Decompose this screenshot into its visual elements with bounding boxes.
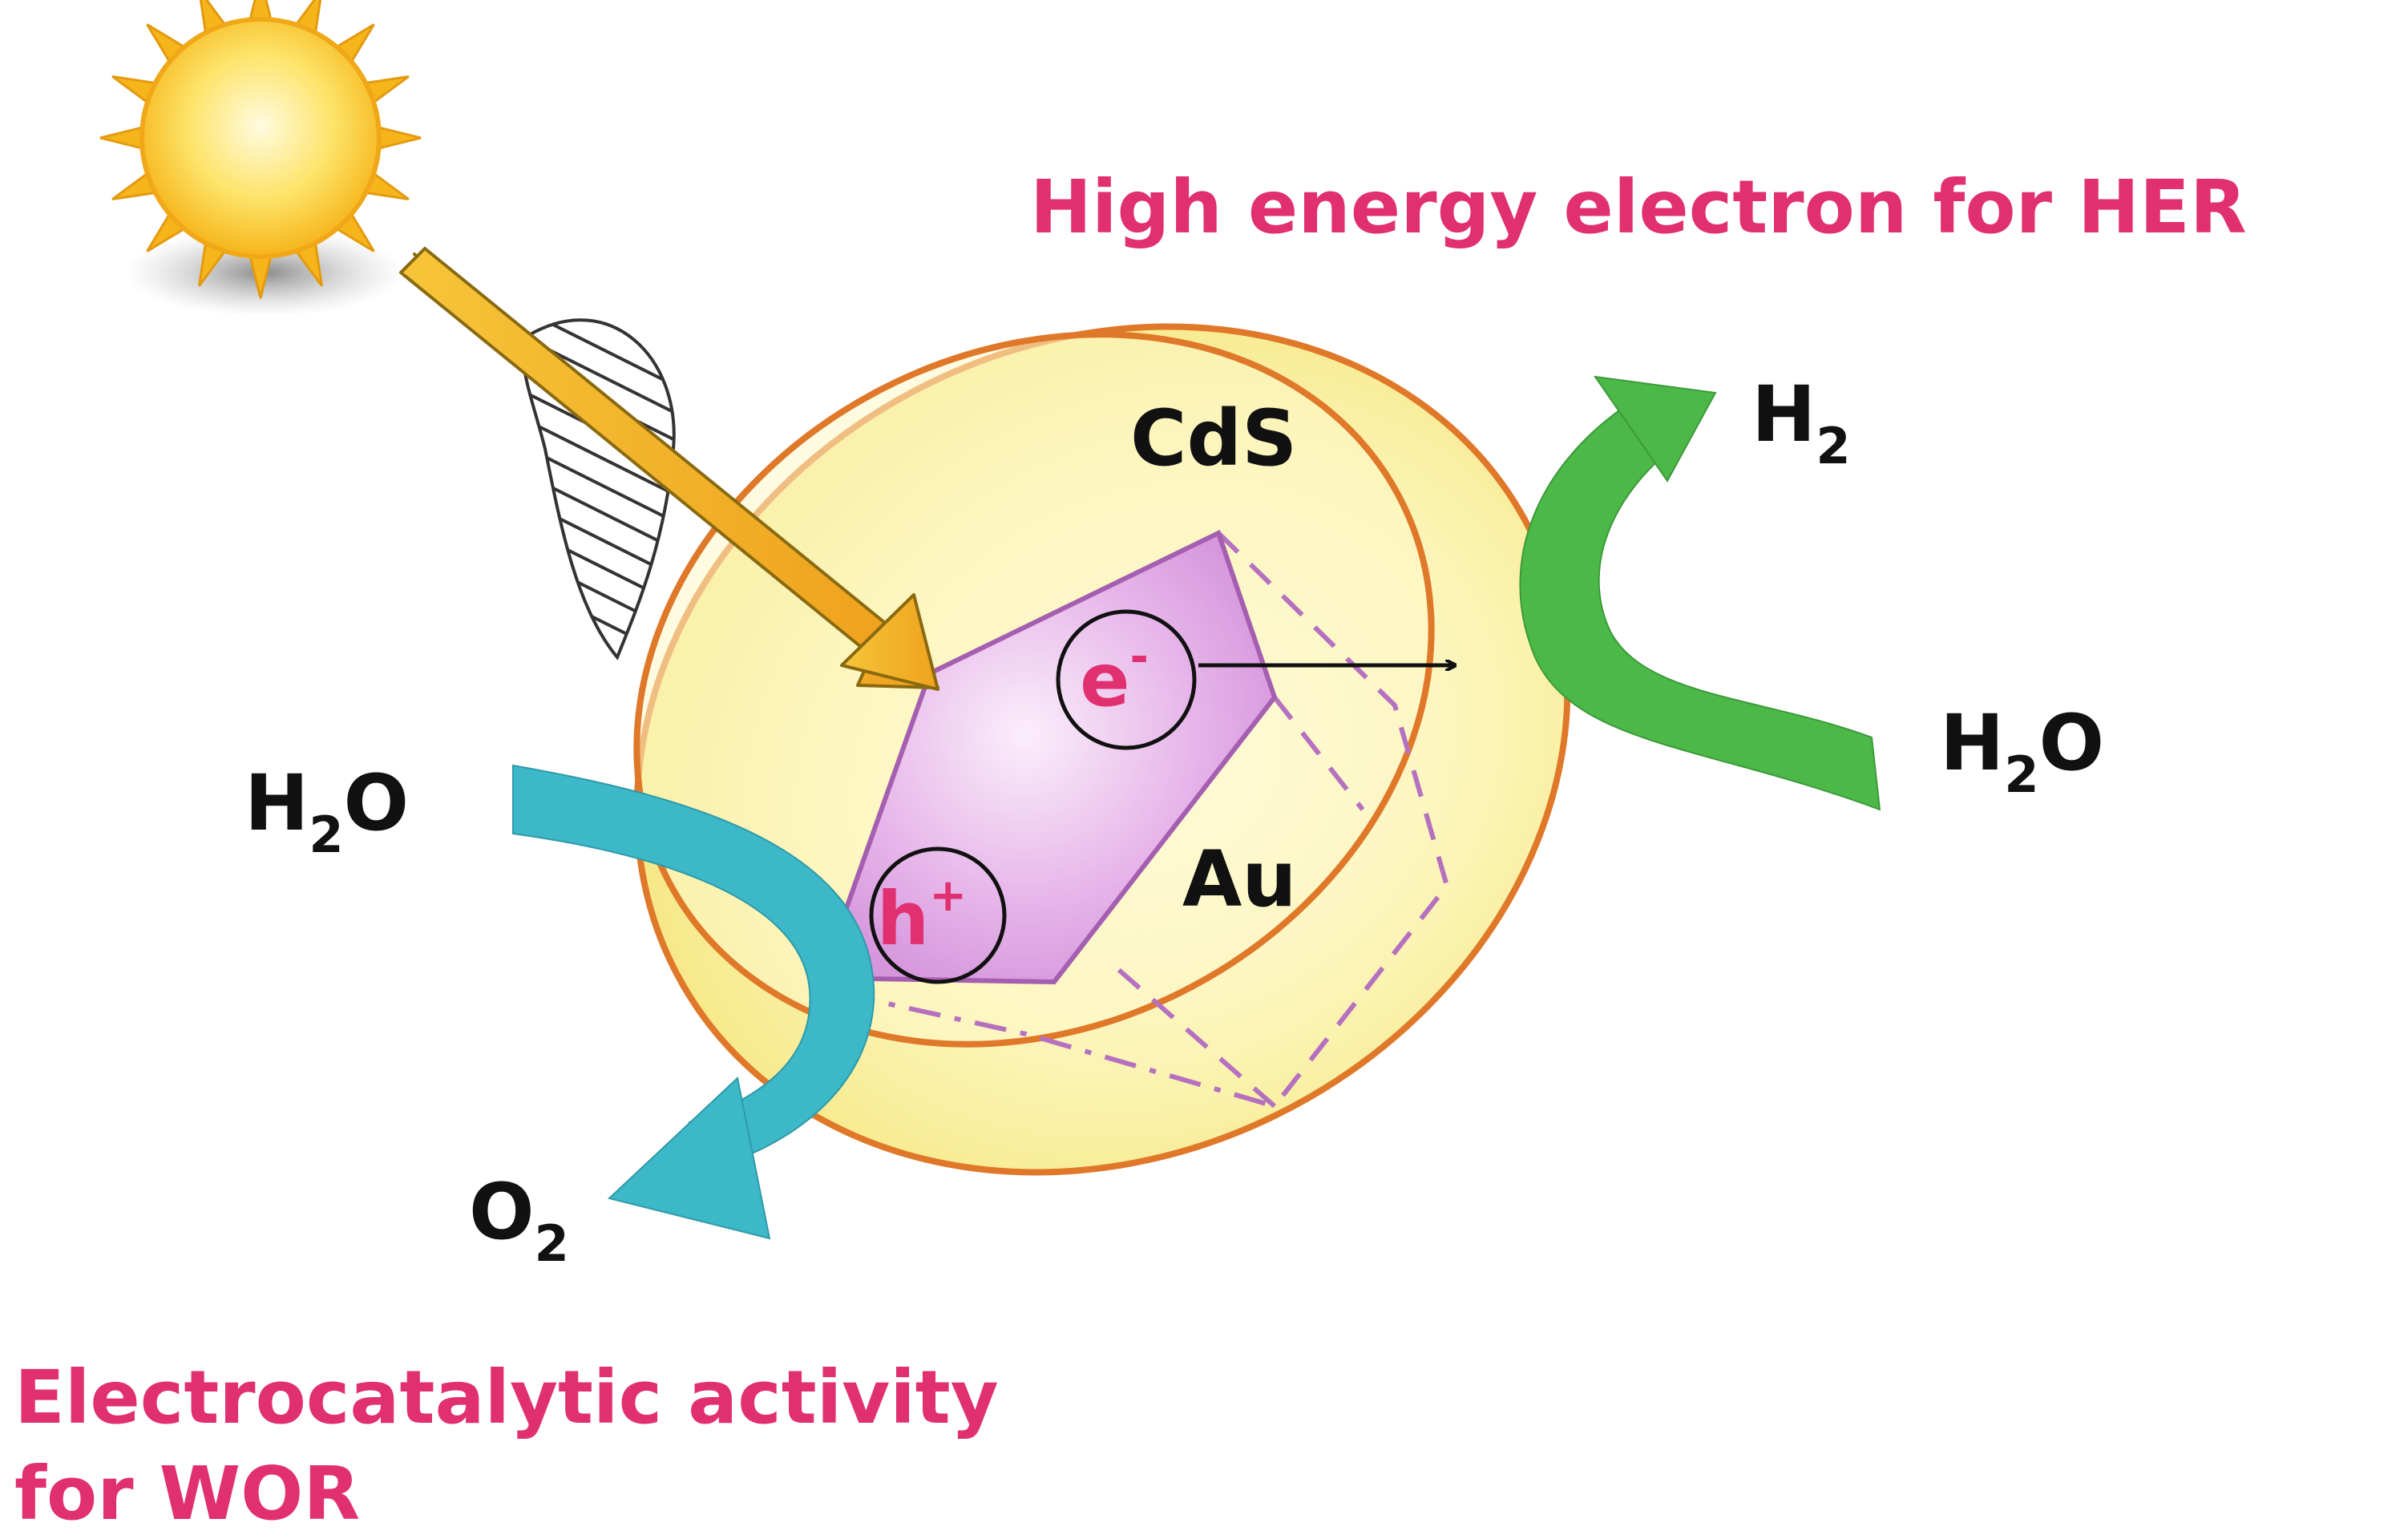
wor-title-line2: for WOR xyxy=(14,1451,360,1537)
electron-symbol: e xyxy=(1080,637,1129,723)
svg-text:e-: e- xyxy=(1080,631,1149,723)
sun-disc xyxy=(139,17,382,259)
sun-rays xyxy=(99,0,422,299)
wave-hatch-line xyxy=(523,320,674,394)
hole-charge: + xyxy=(929,870,967,922)
electron-carrier: e- xyxy=(1056,609,1197,750)
hole-carrier: h+ xyxy=(869,846,1007,984)
h2-product-label: H2 xyxy=(1751,370,1850,475)
wave-hatch-line xyxy=(523,412,674,503)
electron-charge: - xyxy=(1130,631,1149,683)
h2o-left-label: H2O xyxy=(244,758,409,864)
h2o-right-label: H2O xyxy=(1940,698,2104,804)
wor-title-line1: Electrocatalytic activity xyxy=(14,1355,999,1440)
au-core-hidden-edges xyxy=(842,531,1450,1109)
o2-product-label: O2 xyxy=(469,1167,569,1273)
wave-outline xyxy=(521,318,676,660)
wave-hatch-line xyxy=(523,494,674,585)
her-arrow-head xyxy=(1593,375,1717,483)
core-label: Au xyxy=(1182,834,1297,924)
light-arrow xyxy=(399,247,939,691)
light-arrow-head xyxy=(840,593,939,691)
wor-arrow-head xyxy=(607,1076,771,1240)
her-arrow xyxy=(1519,375,1881,811)
wave-hatch-line xyxy=(523,521,674,612)
hole-symbol: h xyxy=(877,876,930,962)
wor-arrow xyxy=(512,764,875,1240)
her-arrow-body xyxy=(1519,403,1881,811)
shell-label: CdS xyxy=(1130,394,1297,483)
her-title: High energy electron for HER xyxy=(1030,164,2247,250)
sun-icon xyxy=(99,0,422,317)
svg-text:h+: h+ xyxy=(877,870,967,962)
